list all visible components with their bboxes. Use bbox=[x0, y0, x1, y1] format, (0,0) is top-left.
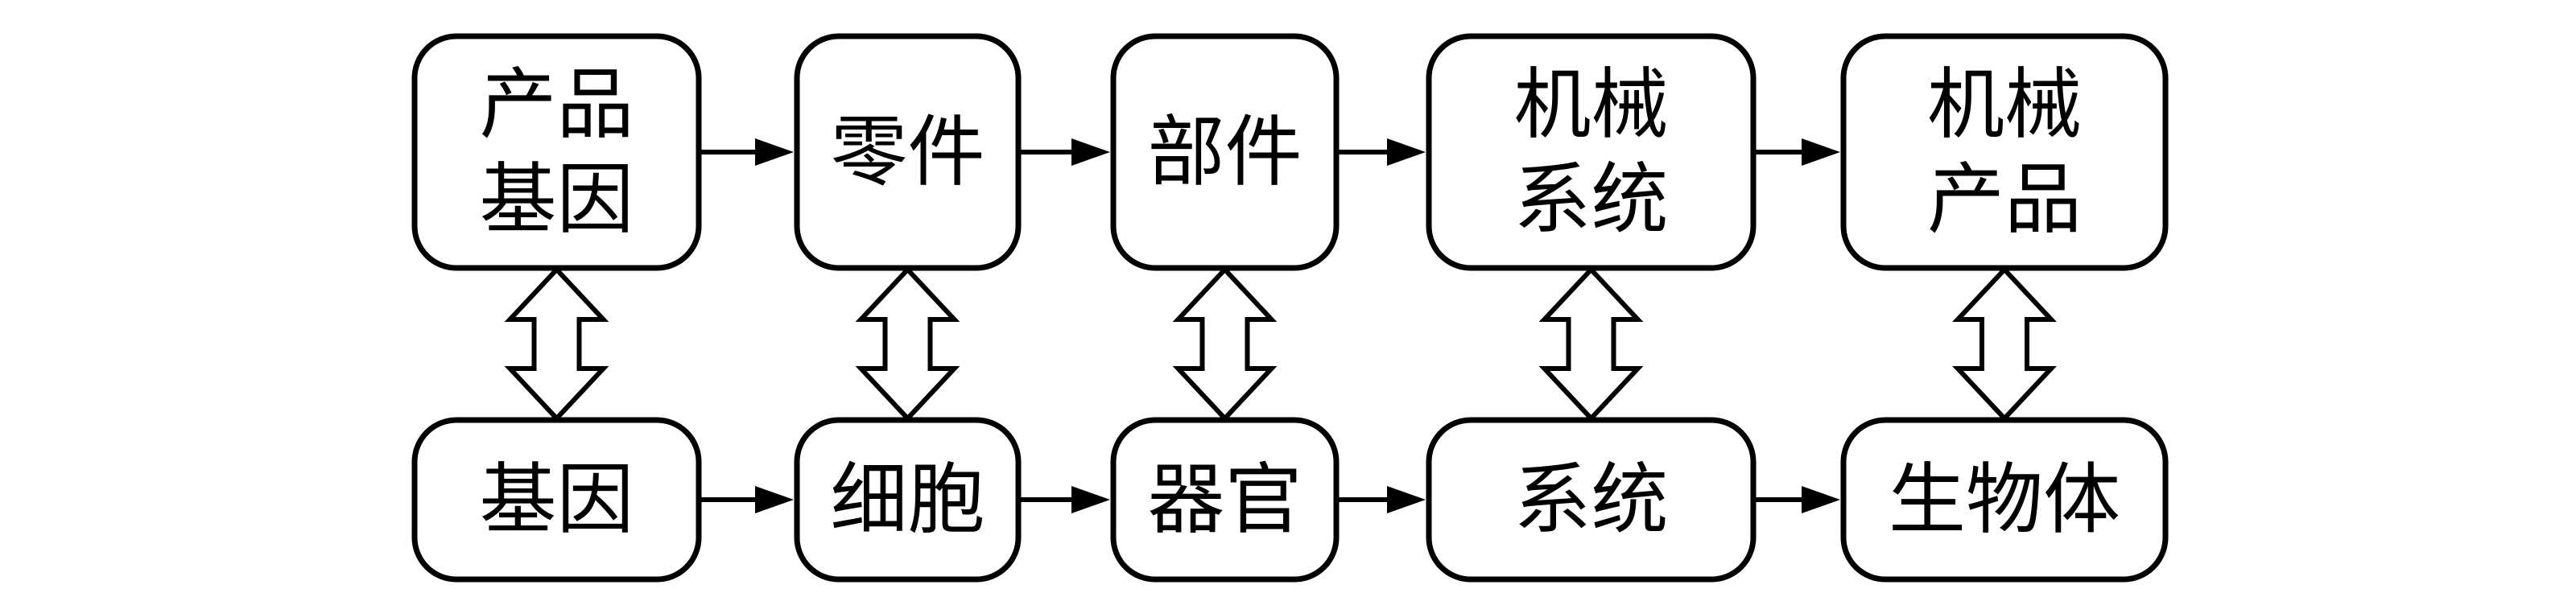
node-label-line: 系统 bbox=[1514, 154, 1669, 245]
node-box bbox=[1426, 33, 1757, 271]
flow-arrows bbox=[700, 138, 1840, 513]
node-label-line: 机械 bbox=[1514, 60, 1669, 150]
node-box bbox=[1840, 417, 2169, 583]
node-component: 部件 bbox=[1110, 33, 1340, 271]
node-label-line: 零件 bbox=[831, 107, 985, 197]
node-box bbox=[1426, 417, 1757, 583]
flow-arrow-head bbox=[1071, 138, 1110, 166]
node-label-line: 生物体 bbox=[1889, 455, 2120, 545]
node-label-line: 机械 bbox=[1927, 60, 2082, 150]
double-arrow bbox=[504, 266, 609, 422]
double-arrow bbox=[855, 266, 960, 422]
node-system: 系统 bbox=[1426, 417, 1757, 583]
node-organ: 器官 bbox=[1110, 417, 1340, 583]
node-label-line: 系统 bbox=[1514, 455, 1669, 545]
node-box bbox=[794, 417, 1022, 583]
node-box bbox=[1840, 33, 2169, 271]
node-label-line: 产品 bbox=[1927, 154, 2082, 245]
flow-arrow-head bbox=[1802, 486, 1840, 513]
node-organism: 生物体 bbox=[1840, 417, 2169, 583]
node-label-line: 基因 bbox=[480, 154, 634, 245]
double-arrow bbox=[1172, 266, 1278, 422]
flow-arrow-head bbox=[1387, 486, 1426, 513]
mechanical-row: 产品 基因 零件 部件 机械 系统 机械 产品 bbox=[411, 33, 2169, 271]
node-box bbox=[1110, 33, 1340, 271]
node-box bbox=[411, 417, 702, 583]
flow-arrow-head bbox=[1802, 138, 1840, 166]
double-arrow bbox=[1538, 266, 1644, 422]
node-box bbox=[1110, 417, 1340, 583]
flow-arrow-head bbox=[1071, 486, 1110, 513]
node-label-line: 细胞 bbox=[831, 455, 985, 545]
node-mechanical-product: 机械 产品 bbox=[1840, 33, 2169, 271]
node-part: 零件 bbox=[794, 33, 1022, 271]
correspondence-arrows bbox=[504, 266, 2057, 422]
flow-arrow-head bbox=[755, 138, 794, 166]
node-label-line: 器官 bbox=[1148, 455, 1302, 545]
double-arrow bbox=[1952, 266, 2057, 422]
biological-row: 基因 细胞 器官 系统 生物体 bbox=[411, 417, 2169, 583]
flow-arrow-head bbox=[755, 486, 794, 513]
node-label-line: 部件 bbox=[1148, 107, 1302, 197]
node-cell: 细胞 bbox=[794, 417, 1022, 583]
node-gene: 基因 bbox=[411, 417, 702, 583]
node-box bbox=[411, 33, 702, 271]
node-product-gene: 产品 基因 bbox=[411, 33, 702, 271]
node-label-line: 基因 bbox=[480, 455, 634, 545]
node-mechanical-system: 机械 系统 bbox=[1426, 33, 1757, 271]
node-box bbox=[794, 33, 1022, 271]
flow-arrow-head bbox=[1387, 138, 1426, 166]
node-label-line: 产品 bbox=[480, 60, 634, 150]
